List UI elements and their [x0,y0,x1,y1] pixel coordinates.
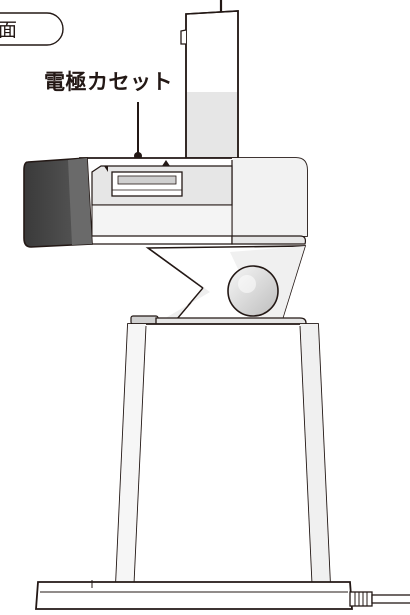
upright-card [180,10,239,159]
power-cable [349,591,410,607]
base-pedestal [115,323,331,585]
view-label: 面 [0,19,18,41]
electrode-cassette-label: 電極カセット [44,70,173,94]
support-arm [145,245,307,321]
pivot-knob [227,265,279,317]
head-unit [79,157,308,245]
view-tag-outline [0,12,64,46]
electrode-cassette [104,160,183,197]
base-foot [35,580,353,610]
front-grip [23,157,93,248]
